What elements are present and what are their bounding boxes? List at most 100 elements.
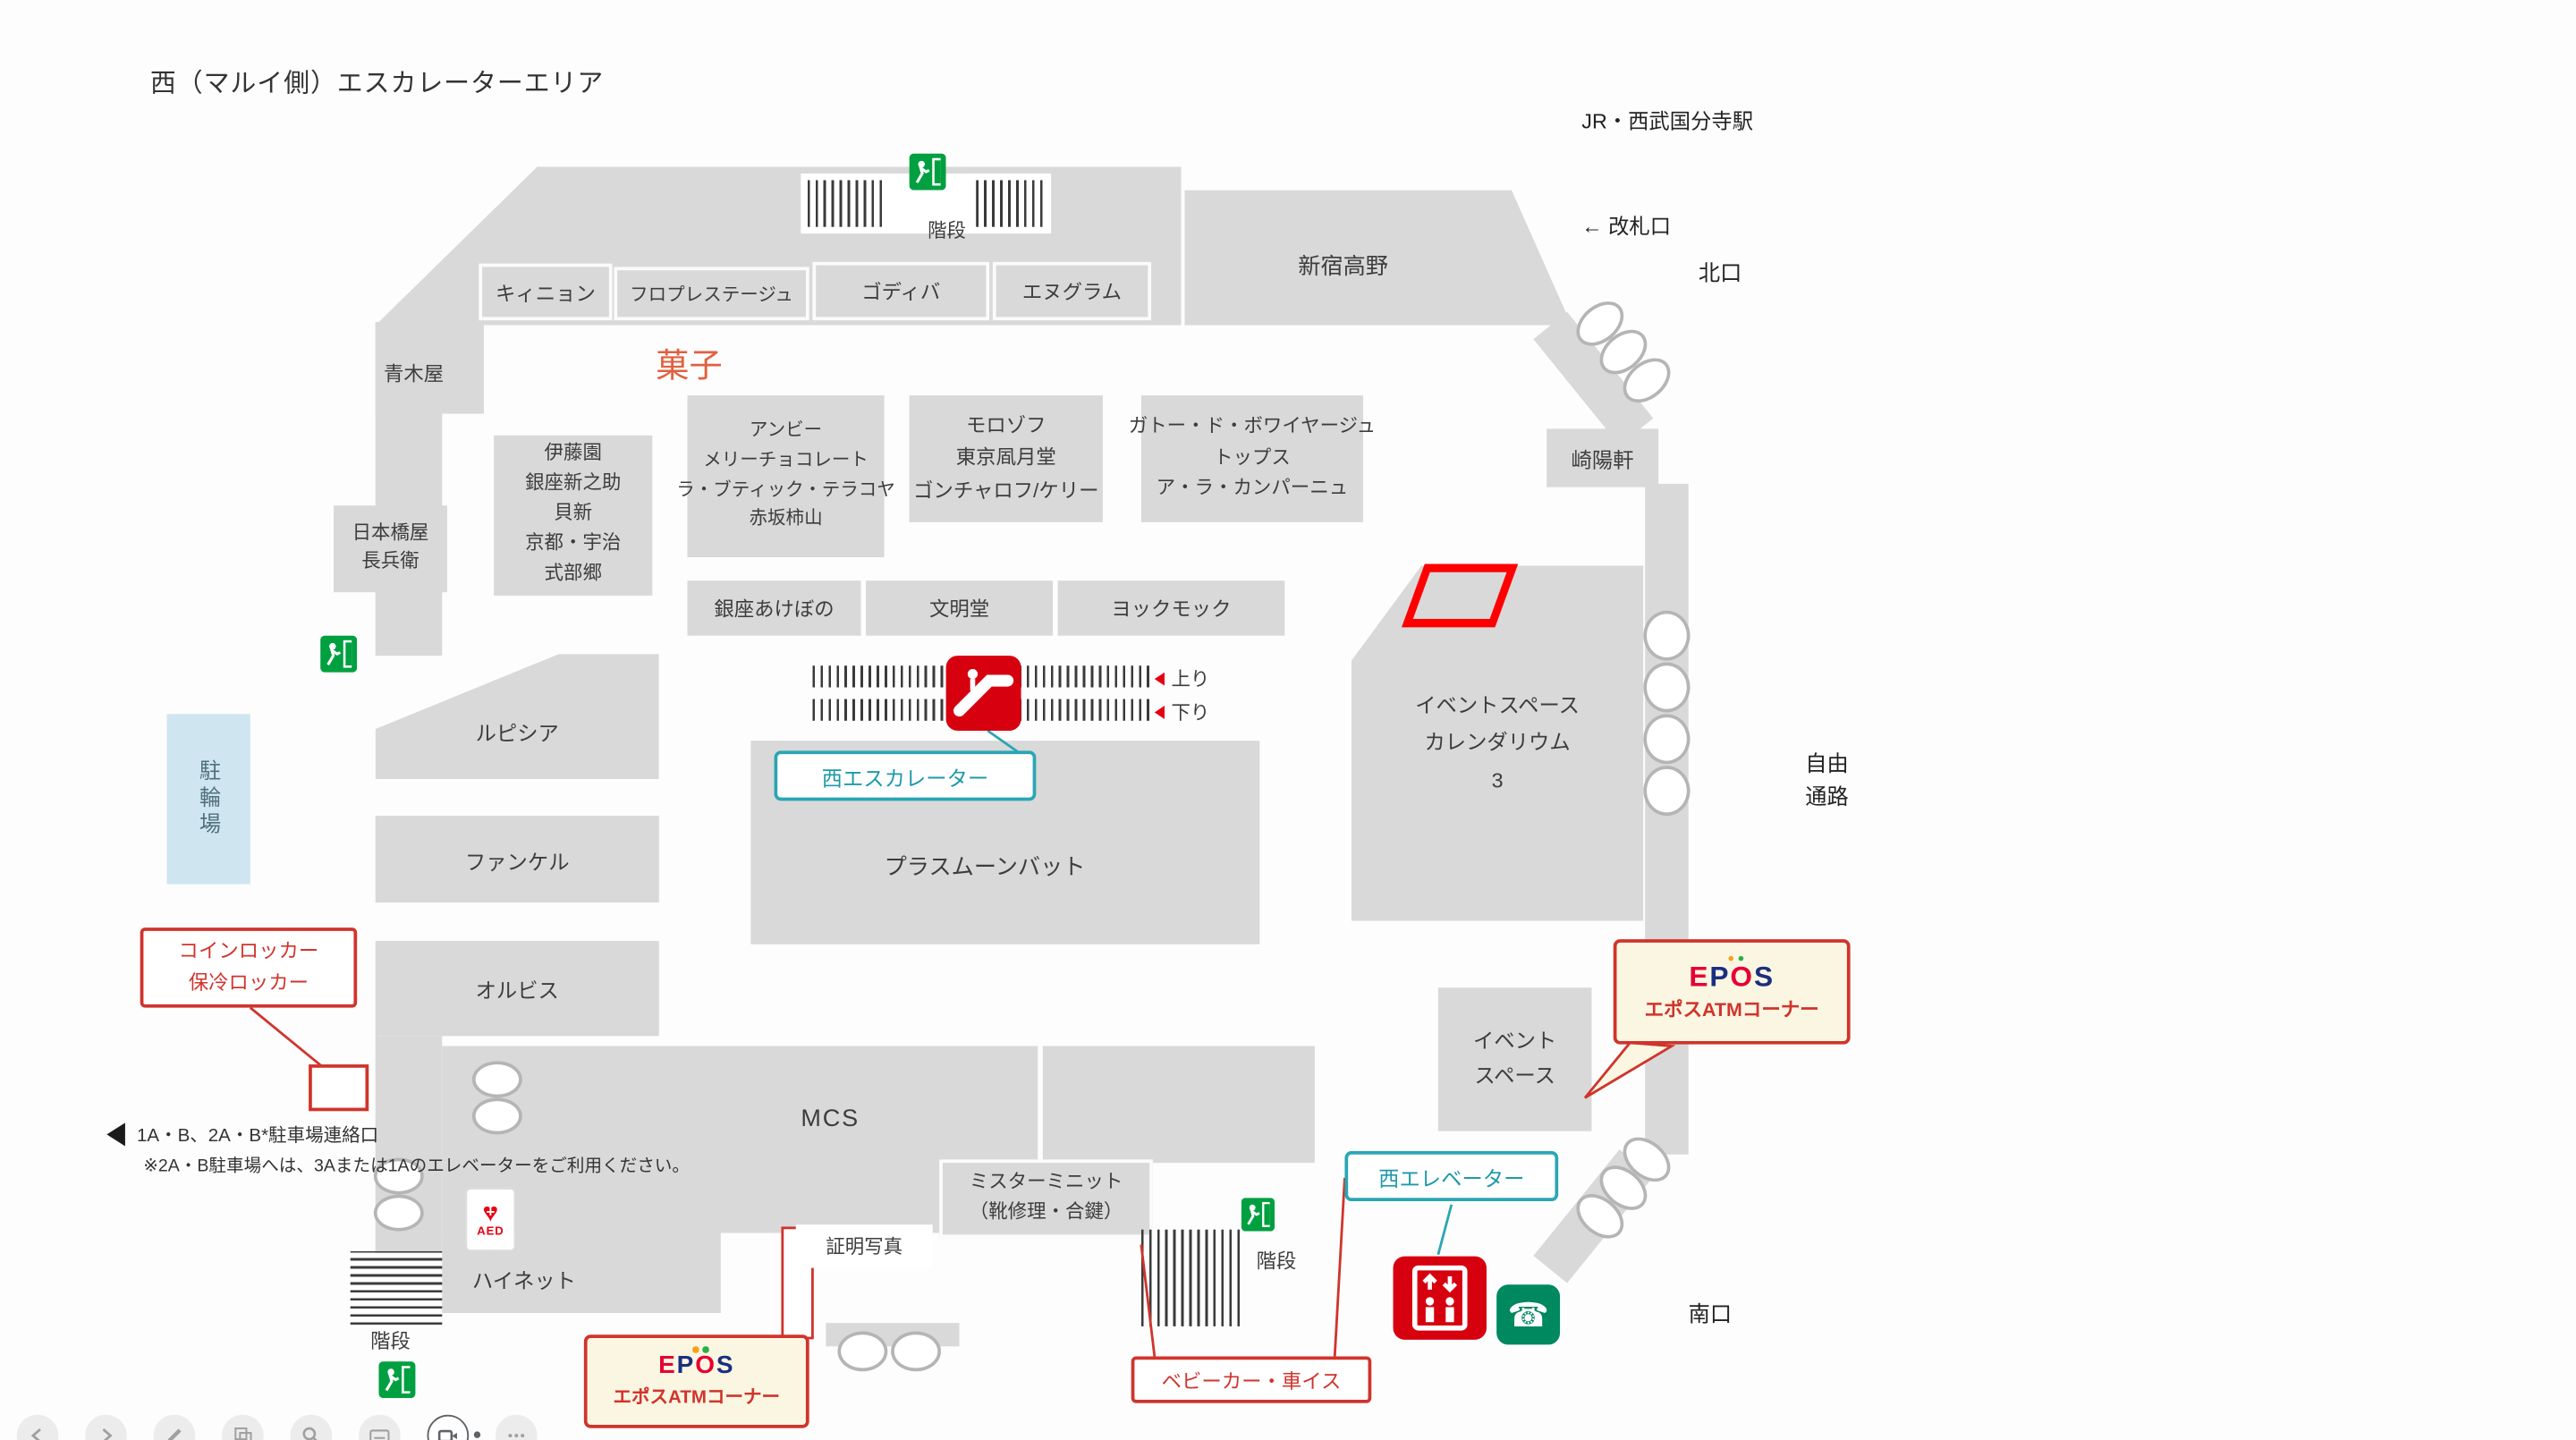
stairs-label-bottom-left: 階段 <box>370 1329 411 1353</box>
shop-label-anby-group: アンビー メリーチョコレート ラ・ブティック・テラコヤ 赤坂柿山 <box>676 420 895 529</box>
epos-letter: O <box>695 1351 716 1380</box>
station-gate-note: JR・西武国分寺駅 ← 改札口 <box>1581 33 1753 317</box>
bicycle-parking-area: 駐輪場 <box>166 714 250 885</box>
id-photo-box: 証明写真 <box>795 1224 933 1268</box>
shop-label-quignon: キィニョン <box>495 281 596 305</box>
phone-icon: ☎ <box>1496 1284 1561 1345</box>
block-nihonbashiya <box>334 505 447 593</box>
page-title: 西（マルイ側）エスカレーターエリア <box>149 70 605 99</box>
shop-label-yokumoku: ヨックモック <box>1111 597 1232 621</box>
shop-label-aokiya: 青木屋 <box>384 361 445 385</box>
shop-label-plus-moonbat: プラスムーンバット <box>884 854 1086 880</box>
shop-label-orbis: オルビス <box>475 978 559 1004</box>
escalator-hatch-down-left <box>812 699 960 721</box>
shop-label-mcs: MCS <box>801 1105 860 1133</box>
escalator-up-row: 上り <box>1154 665 1209 692</box>
shop-label-n-gram: エヌグラム <box>1021 280 1123 304</box>
shop-label-lupicia: ルピシア <box>475 722 559 746</box>
south-exit-label: 南口 <box>1688 1300 1733 1326</box>
shop-block-itoen-group: 伊藤園 銀座新之助 貝新 京都・宇治 式部郷 <box>494 435 653 596</box>
shop-block-mister-minit: ミスターミニット （靴修理・合鍵） <box>939 1159 1153 1239</box>
toolbar-keyboard-button[interactable] <box>359 1414 401 1440</box>
escalator-hatch-up-left <box>812 665 960 688</box>
block-mcs <box>442 1046 1038 1233</box>
block-takano <box>1184 190 1572 326</box>
shop-block-lupicia: ルピシア <box>375 654 659 780</box>
stairs-hatch-top-left <box>807 180 888 227</box>
passage-opening <box>373 1157 424 1195</box>
west-elevator-callout: 西エレベーター <box>1344 1151 1559 1202</box>
escalator-down-marker <box>1154 706 1165 719</box>
free-passage-label: 自由 通路 <box>1805 750 1849 809</box>
toolbar-chevron-left-button[interactable] <box>16 1414 59 1440</box>
shop-label-takano: 新宿高野 <box>1298 253 1388 279</box>
emergency-exit-icon <box>320 635 358 673</box>
toolbar-ellipsis-button[interactable] <box>495 1414 538 1440</box>
aed-heart-icon: ♥+ <box>482 1199 499 1228</box>
passage-opening <box>1643 662 1690 713</box>
toolbar-copy-button[interactable] <box>222 1414 264 1440</box>
block-right-wall <box>1645 483 1689 1155</box>
passage-opening <box>1643 766 1690 817</box>
aed-label: AED <box>477 1225 504 1239</box>
passage-opening <box>837 1331 888 1372</box>
toolbar-video-camera-button[interactable] <box>427 1414 470 1440</box>
passage-opening <box>471 1061 522 1098</box>
gate-direction: ← 改札口 <box>1581 216 1672 240</box>
epos-letter: S <box>1753 960 1775 992</box>
coin-locker-callout: コインロッカー 保冷ロッカー <box>140 928 358 1008</box>
block-event-calendarium: イベントスペース カレンダリウム 3 <box>1351 565 1644 921</box>
bicycle-parking-label: 駐輪場 <box>196 758 222 840</box>
epos-atm-label: エポスATMコーナー <box>1644 1000 1819 1021</box>
shop-label-mister-minit: ミスターミニット （靴修理・合鍵） <box>969 1173 1123 1223</box>
shop-block-orbis: オルビス <box>375 941 659 1037</box>
passage-opening <box>1643 714 1690 765</box>
epos-atm-label: エポスATMコーナー <box>613 1387 781 1409</box>
label-event-space: イベント スペース <box>1473 1029 1557 1088</box>
shop-label-gateau-group: ガトー・ド・ボワイヤージュ トップス ア・ラ・カンパーニュ <box>1128 418 1377 500</box>
stroller-wheelchair-callout: ベビーカー・車イス <box>1131 1356 1372 1403</box>
passage-opening <box>1643 610 1690 661</box>
toolbar-pencil-button[interactable] <box>153 1414 196 1440</box>
shop-label-itoen-group: 伊藤園 銀座新之助 貝新 京都・宇治 式部郷 <box>525 445 622 584</box>
shop-block-gateau-group: ガトー・ド・ボワイヤージュ トップス ア・ラ・カンパーニュ <box>1129 395 1376 522</box>
escalator-icon <box>945 656 1021 732</box>
id-photo-label: 証明写真 <box>826 1238 903 1258</box>
toolbar-chevron-right-button[interactable] <box>85 1414 127 1440</box>
passage-opening <box>471 1097 522 1135</box>
passage-opening <box>373 1194 424 1232</box>
escalator-hatch-up-right <box>1003 665 1150 688</box>
stairs-hatch-bottom-left <box>350 1250 443 1326</box>
coin-locker-label: コインロッカー 保冷ロッカー <box>178 938 319 995</box>
escalator-down-row: 下り <box>1154 699 1210 726</box>
parking-arrow-icon <box>106 1122 125 1147</box>
shop-block-n-gram: エヌグラム <box>992 261 1152 321</box>
epos-letter: S <box>716 1351 735 1380</box>
shop-block-quignon: キィニョン <box>479 263 613 321</box>
block-aokiya <box>375 322 484 414</box>
station-name: JR・西武国分寺駅 <box>1581 109 1754 133</box>
shop-block-kiyoken: 崎陽軒 <box>1546 428 1659 487</box>
stairs-hatch-bottom-center <box>1140 1229 1245 1326</box>
shop-label-nihonbashiya-text: 日本橋屋 長兵衛 <box>352 523 429 572</box>
epos-letter: P <box>1709 954 1734 992</box>
shop-label-flo-prestige: フロプレステージュ <box>630 284 793 306</box>
toolbar-search-button[interactable] <box>290 1414 333 1440</box>
epos-letter: P <box>676 1346 699 1380</box>
shop-label-hinet: ハイネット <box>471 1269 577 1293</box>
stairs-label-top: 階段 <box>928 222 967 242</box>
shop-label-nihonbashiya: 日本橋屋 長兵衛 <box>334 505 447 592</box>
epos-letter: E <box>1689 960 1710 992</box>
shop-label-bunmeido: 文明堂 <box>928 597 990 621</box>
shop-block-godiva: ゴディバ <box>812 261 990 321</box>
shop-block-flo-prestige: フロプレステージュ <box>614 267 809 321</box>
shop-label-fancl: ファンケル <box>464 850 570 874</box>
escalator-down-label: 下り <box>1171 704 1210 724</box>
epos-letter: O <box>1730 960 1754 992</box>
shop-block-akebono: 銀座あけぼの <box>687 580 861 636</box>
